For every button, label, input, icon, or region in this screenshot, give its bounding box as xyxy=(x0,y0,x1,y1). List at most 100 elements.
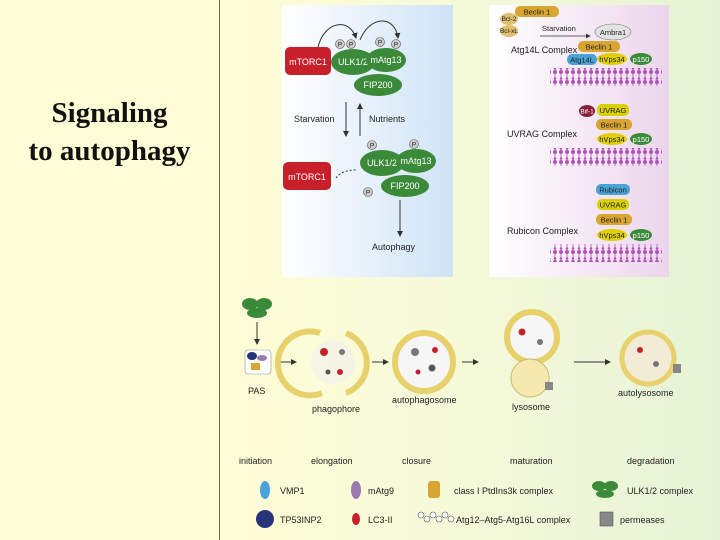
uvrag-2 xyxy=(597,199,629,210)
p150-1 xyxy=(630,53,652,65)
phagophore-shape xyxy=(274,328,324,399)
vmp1-icon xyxy=(260,481,270,499)
membrane-3 xyxy=(550,244,662,262)
membrane-2 xyxy=(550,148,662,166)
mtorc1-block-bottom xyxy=(283,162,331,190)
atg14l xyxy=(567,54,597,65)
svg-text:P: P xyxy=(338,42,342,49)
legend-permeases: permeases xyxy=(620,515,665,525)
uvrag-complex-label: UVRAG Complex xyxy=(507,129,578,139)
svg-text:hVps34: hVps34 xyxy=(599,135,624,144)
panel-b-beclin-complexes: Beclin 1 Bcl-2 Bcl-xL Starvation Ambra1 … xyxy=(489,5,669,277)
maturing-autophagosome xyxy=(504,309,560,365)
bclxl xyxy=(500,25,518,37)
class1-complex-icon xyxy=(428,481,440,498)
svg-text:hVps34: hVps34 xyxy=(599,55,624,64)
legend: VMP1 mAtg9 class I PtdIns3k complex ULK1… xyxy=(256,481,694,528)
nutrients-label: Nutrients xyxy=(369,114,406,124)
ulk12-label-bottom: ULK1/2 xyxy=(367,158,397,168)
svg-text:UVRAG: UVRAG xyxy=(600,106,627,115)
svg-text:P: P xyxy=(378,40,382,47)
ulk12-label-top: ULK1/2 xyxy=(338,57,368,67)
beclin1-atg14l xyxy=(578,41,620,52)
legend-ulk: ULK1/2 complex xyxy=(627,486,694,496)
fip200-label-top: FIP200 xyxy=(363,80,392,90)
svg-text:P: P xyxy=(370,143,374,150)
rubicon-complex-label: Rubicon Complex xyxy=(507,226,579,236)
starvation-label-b: Starvation xyxy=(542,24,576,33)
panel-a-mtorc1-regulation: mTORC1 ULK1/2 mAtg13 FIP200 P P P P xyxy=(282,5,453,277)
beclin1-uvrag xyxy=(596,119,632,130)
bif1 xyxy=(579,105,595,117)
svg-text:Atg14L: Atg14L xyxy=(570,56,594,65)
autophagy-stages: PAS phagophore autophagosome lysosome xyxy=(239,298,681,466)
bcl2 xyxy=(500,13,518,25)
svg-text:Ambra1: Ambra1 xyxy=(600,28,626,37)
fip200-bottom xyxy=(381,175,429,197)
svg-text:p150: p150 xyxy=(633,135,650,144)
permeases-icon xyxy=(599,511,614,527)
beclin1-rubicon xyxy=(596,214,632,225)
uvrag-1 xyxy=(597,104,629,116)
autophagosome-shape xyxy=(392,330,456,394)
svg-text:Beclin 1: Beclin 1 xyxy=(601,121,628,130)
autolysosome-label: autolysosome xyxy=(618,388,674,398)
svg-text:P: P xyxy=(412,142,416,149)
autophagy-label: Autophagy xyxy=(372,242,416,252)
lysosome-label: lysosome xyxy=(512,402,550,412)
pas-label: PAS xyxy=(248,386,265,396)
membrane-1 xyxy=(550,68,662,86)
ambra1 xyxy=(594,23,632,41)
stage-elongation: elongation xyxy=(311,456,353,466)
stage-degradation: degradation xyxy=(627,456,675,466)
svg-text:hVps34: hVps34 xyxy=(599,231,624,240)
slide-title: Signaling to autophagy xyxy=(0,94,219,170)
svg-text:p150: p150 xyxy=(633,55,650,64)
p150-2 xyxy=(630,133,652,145)
ulk12-bottom xyxy=(360,150,404,176)
ulk-complex-icon xyxy=(592,481,606,491)
fip200-label-bottom: FIP200 xyxy=(390,181,419,191)
panel-a-background xyxy=(282,5,453,277)
stage-closure: closure xyxy=(402,456,431,466)
ulk12-top xyxy=(331,49,375,75)
legend-atg12: Atg12–Atg5-Atg16L complex xyxy=(456,515,571,525)
starvation-label-a: Starvation xyxy=(294,114,335,124)
mtorc1-label-bottom: mTORC1 xyxy=(288,172,326,182)
lc3-icon xyxy=(352,513,360,525)
phagophore-label: phagophore xyxy=(312,404,360,414)
svg-text:Bcl-2: Bcl-2 xyxy=(502,16,517,23)
hvps34-3 xyxy=(597,229,627,241)
matg13-bottom xyxy=(396,149,436,173)
svg-text:p150: p150 xyxy=(633,231,650,240)
lysosome-shape xyxy=(510,358,550,398)
svg-text:Bif-1: Bif-1 xyxy=(580,109,594,116)
mtorc1-label-top: mTORC1 xyxy=(289,57,327,67)
phospho-sites-top: P P P P xyxy=(335,37,401,49)
matg9-icon xyxy=(351,481,361,499)
legend-vmp1: VMP1 xyxy=(280,486,305,496)
svg-text:P: P xyxy=(366,190,370,197)
svg-text:Rubicon: Rubicon xyxy=(599,186,627,195)
svg-text:Bcl-xL: Bcl-xL xyxy=(500,28,518,35)
matg13-label-top: mAtg13 xyxy=(370,55,401,65)
legend-class1: class I PtdIns3k complex xyxy=(454,486,554,496)
title-panel: Signaling to autophagy xyxy=(0,0,220,540)
p150-3 xyxy=(630,229,652,241)
title-line-2: to autophagy xyxy=(28,135,191,167)
svg-text:P: P xyxy=(394,42,398,49)
phospho-sites-bottom: P P P xyxy=(363,139,419,197)
matg13-top xyxy=(366,48,406,72)
fip200-top xyxy=(354,74,402,96)
tp53inp2-icon xyxy=(256,510,274,528)
hvps34-2 xyxy=(597,133,627,145)
mtorc1-block-top xyxy=(285,47,331,75)
legend-tp53inp2: TP53INP2 xyxy=(280,515,322,525)
atg12-complex-icon xyxy=(417,511,455,523)
legend-lc3: LC3-II xyxy=(368,515,393,525)
svg-text:Beclin 1: Beclin 1 xyxy=(524,8,551,17)
autophagosome-label: autophagosome xyxy=(392,395,457,405)
svg-text:P: P xyxy=(349,42,353,49)
